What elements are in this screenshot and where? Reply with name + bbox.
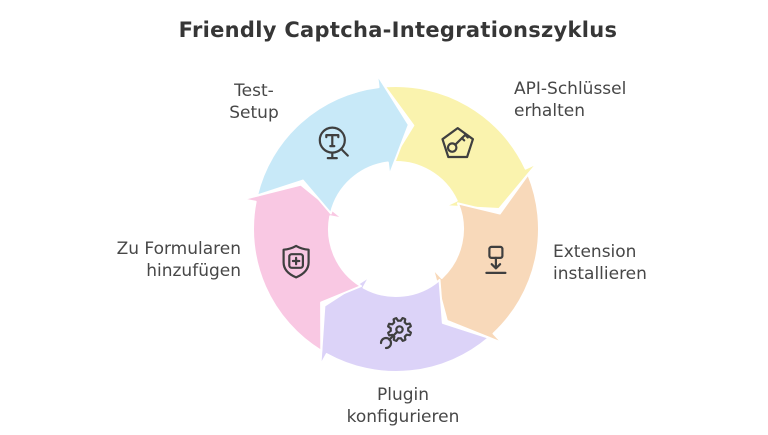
segment-api-key — [383, 85, 539, 210]
segment-extension — [431, 173, 540, 345]
segment-plugin — [319, 275, 490, 373]
diagram-title: Friendly Captcha-Integrationszyklus — [178, 18, 618, 42]
step-label-plugin: Plugin konfigurieren — [346, 385, 460, 428]
step-label-extension: Extension installieren — [553, 242, 647, 285]
step-label-forms: Zu Formularen hinzufügen — [116, 239, 241, 282]
step-label-api-key: API-Schlüssel erhalten — [514, 79, 627, 122]
step-label-test: Test- Setup — [229, 81, 279, 124]
